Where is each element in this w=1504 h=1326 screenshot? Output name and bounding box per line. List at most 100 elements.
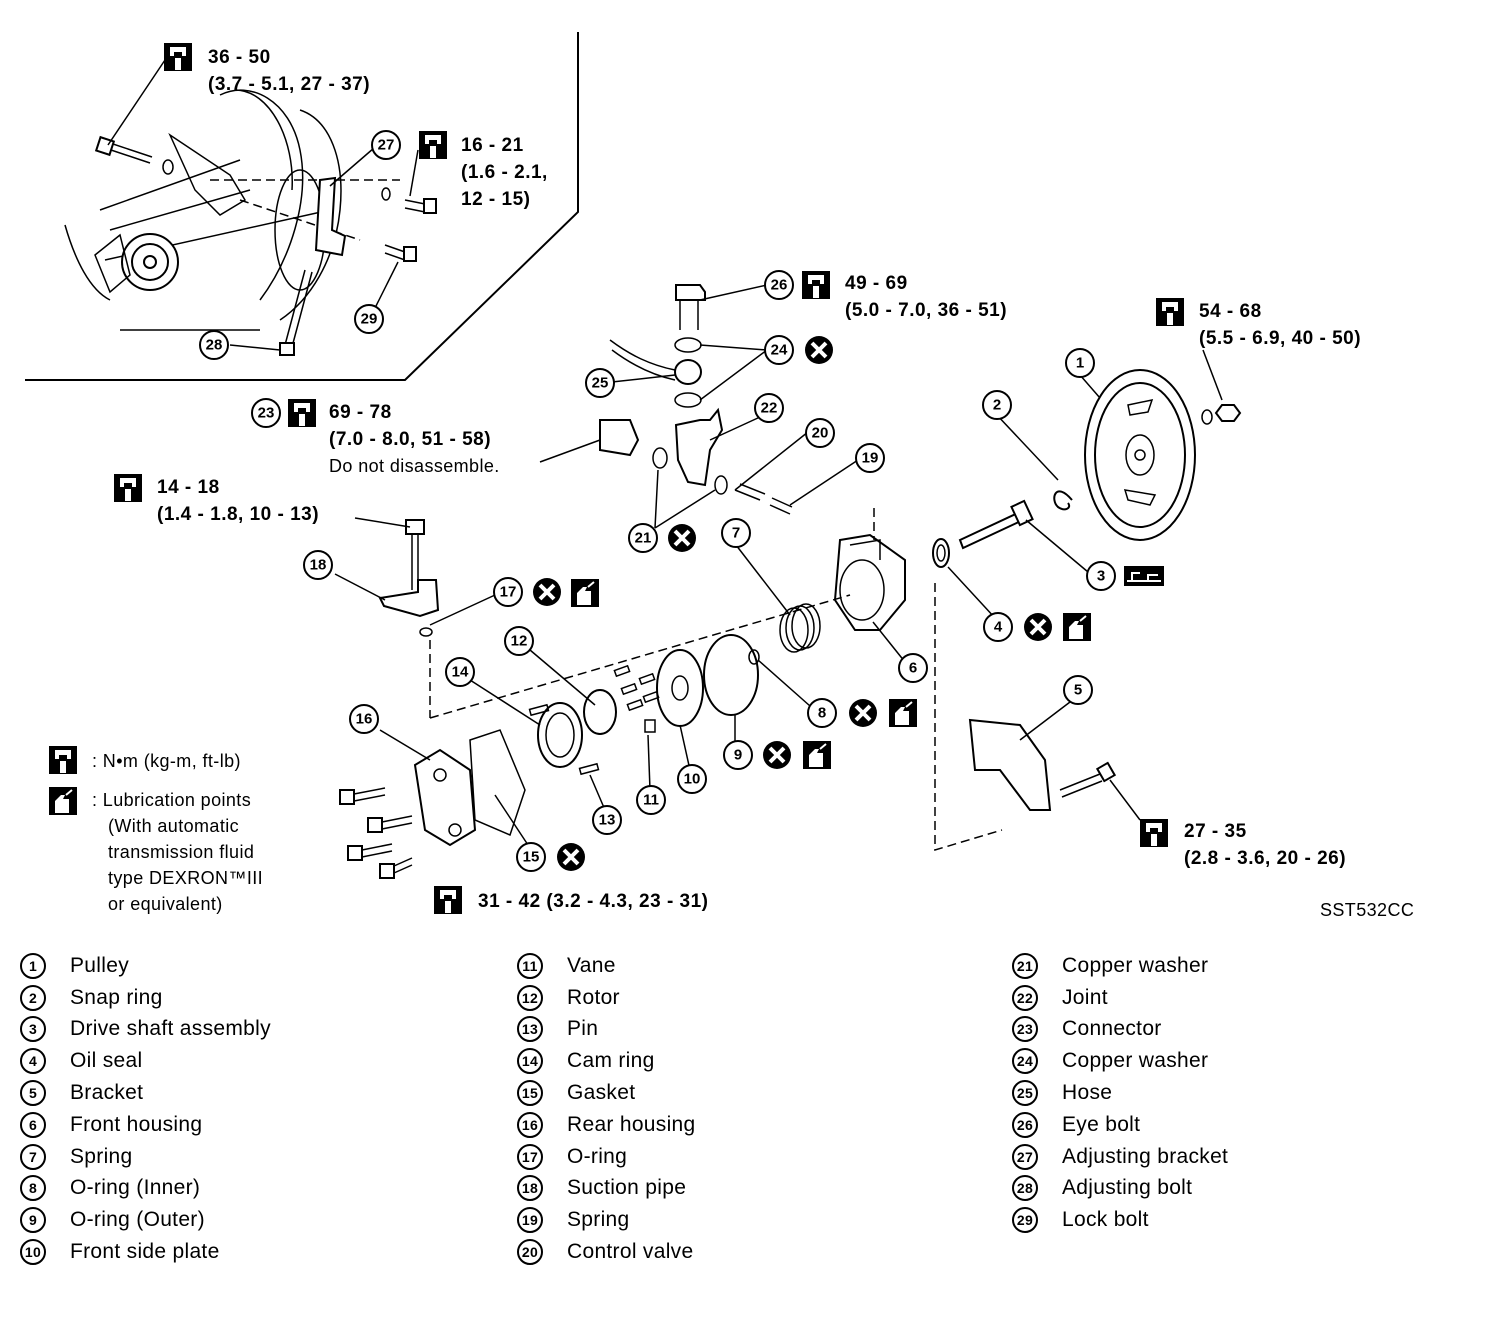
part-name: Front housing xyxy=(70,1112,203,1136)
part-name: Rotor xyxy=(567,985,620,1009)
callout-1: 1 xyxy=(1065,348,1095,378)
torque-wrench-icon xyxy=(49,746,77,774)
svg-text:26: 26 xyxy=(771,277,788,294)
do-not-reuse-icon xyxy=(1023,612,1053,642)
callout-21: 21 xyxy=(628,523,658,553)
svg-text:16: 16 xyxy=(356,711,373,728)
torque-23-note: Do not disassemble. xyxy=(329,456,500,476)
svg-text:25: 25 xyxy=(592,375,609,392)
torque-18-line2: (1.4 - 1.8, 10 - 13) xyxy=(157,504,319,525)
part-number: 23 xyxy=(1012,1016,1038,1043)
svg-text:29: 29 xyxy=(361,311,378,328)
list-item: 25 Hose xyxy=(1012,1077,1492,1109)
inset-panel xyxy=(25,32,579,381)
part-number: 6 xyxy=(20,1111,46,1138)
part-number: 8 xyxy=(20,1175,46,1202)
part-number: 25 xyxy=(1012,1080,1038,1107)
callout-7: 7 xyxy=(721,518,751,548)
callout-11: 11 xyxy=(636,785,666,815)
torque-18-line1: 14 - 18 xyxy=(157,477,220,498)
svg-text:2: 2 xyxy=(993,397,1001,414)
svg-text:3: 3 xyxy=(1097,568,1105,585)
part-number: 21 xyxy=(1012,952,1038,979)
svg-text:19: 19 xyxy=(862,450,879,467)
callout-15: 15 xyxy=(516,842,546,872)
svg-text:13: 13 xyxy=(599,812,616,829)
callout-13: 13 xyxy=(592,805,622,835)
torque-wrench-icon xyxy=(802,271,830,299)
callout-14: 14 xyxy=(445,657,475,687)
part-number: 16 xyxy=(517,1111,543,1138)
part-number: 29 xyxy=(1012,1207,1038,1234)
part-name: O-ring xyxy=(567,1144,628,1168)
part-number: 2 xyxy=(20,984,46,1011)
legend: : N•m (kg-m, ft-lb) : Lubrication points… xyxy=(92,751,263,914)
svg-text:21: 21 xyxy=(635,530,652,547)
part-name: Copper washer xyxy=(1062,1049,1209,1073)
callout-17: 17 xyxy=(493,577,523,607)
svg-text:20: 20 xyxy=(812,425,829,442)
svg-text:4: 4 xyxy=(994,619,1003,636)
exploded-parts xyxy=(339,284,1242,879)
callout-28: 28 xyxy=(199,330,229,360)
part-name: Rear housing xyxy=(567,1112,696,1136)
callout-19: 19 xyxy=(855,443,885,473)
svg-text:12: 12 xyxy=(511,633,528,650)
torque-wrench-icon xyxy=(419,131,447,159)
part-name: Spring xyxy=(567,1208,630,1232)
torque-26-line1: 49 - 69 xyxy=(845,273,908,294)
svg-text:6: 6 xyxy=(909,660,917,677)
part-number: 22 xyxy=(1012,984,1038,1011)
do-not-reuse-icon xyxy=(848,698,878,728)
part-name: Hose xyxy=(1062,1081,1113,1105)
svg-text:11: 11 xyxy=(643,792,659,809)
part-name: Spring xyxy=(70,1144,133,1168)
part-number: 20 xyxy=(517,1239,543,1266)
part-name: Pin xyxy=(567,1017,599,1041)
part-number: 15 xyxy=(517,1080,543,1107)
part-name: O-ring (Outer) xyxy=(70,1208,205,1232)
callout-29: 29 xyxy=(354,304,384,334)
torque-29-line2: (1.6 - 2.1, xyxy=(461,162,548,183)
torque-wrench-icon xyxy=(434,886,462,914)
torque-28-line1: 36 - 50 xyxy=(208,47,271,68)
part-name: Suction pipe xyxy=(567,1176,687,1200)
part-number: 7 xyxy=(20,1143,46,1170)
torque-16-line1: 31 - 42 (3.2 - 4.3, 23 - 31) xyxy=(478,891,709,912)
part-name: O-ring (Inner) xyxy=(70,1176,201,1200)
callout-22: 22 xyxy=(754,393,784,423)
callout-numbers: 28 27 29 26 24 25 23 22 20 19 21 7 2 1 3… xyxy=(199,130,1116,872)
press-tool-icon xyxy=(1124,566,1164,586)
part-number: 10 xyxy=(20,1239,46,1266)
legend-torque: : N•m (kg-m, ft-lb) xyxy=(92,751,241,771)
callout-3: 3 xyxy=(1086,561,1116,591)
part-name: Connector xyxy=(1062,1017,1162,1041)
legend-lube-5: or equivalent) xyxy=(108,894,223,914)
callout-20: 20 xyxy=(805,418,835,448)
svg-text:10: 10 xyxy=(684,771,701,788)
callout-6: 6 xyxy=(898,653,928,683)
part-number: 14 xyxy=(517,1048,543,1075)
part-number: 11 xyxy=(517,952,543,979)
spring-7 xyxy=(779,603,821,653)
part-name: Adjusting bolt xyxy=(1062,1176,1193,1200)
svg-text:23: 23 xyxy=(258,405,275,422)
callout-18: 18 xyxy=(303,550,333,580)
svg-text:22: 22 xyxy=(761,400,778,417)
torque-29-line1: 16 - 21 xyxy=(461,135,524,156)
part-name: Joint xyxy=(1062,985,1108,1009)
torque-wrench-icon xyxy=(164,43,192,71)
